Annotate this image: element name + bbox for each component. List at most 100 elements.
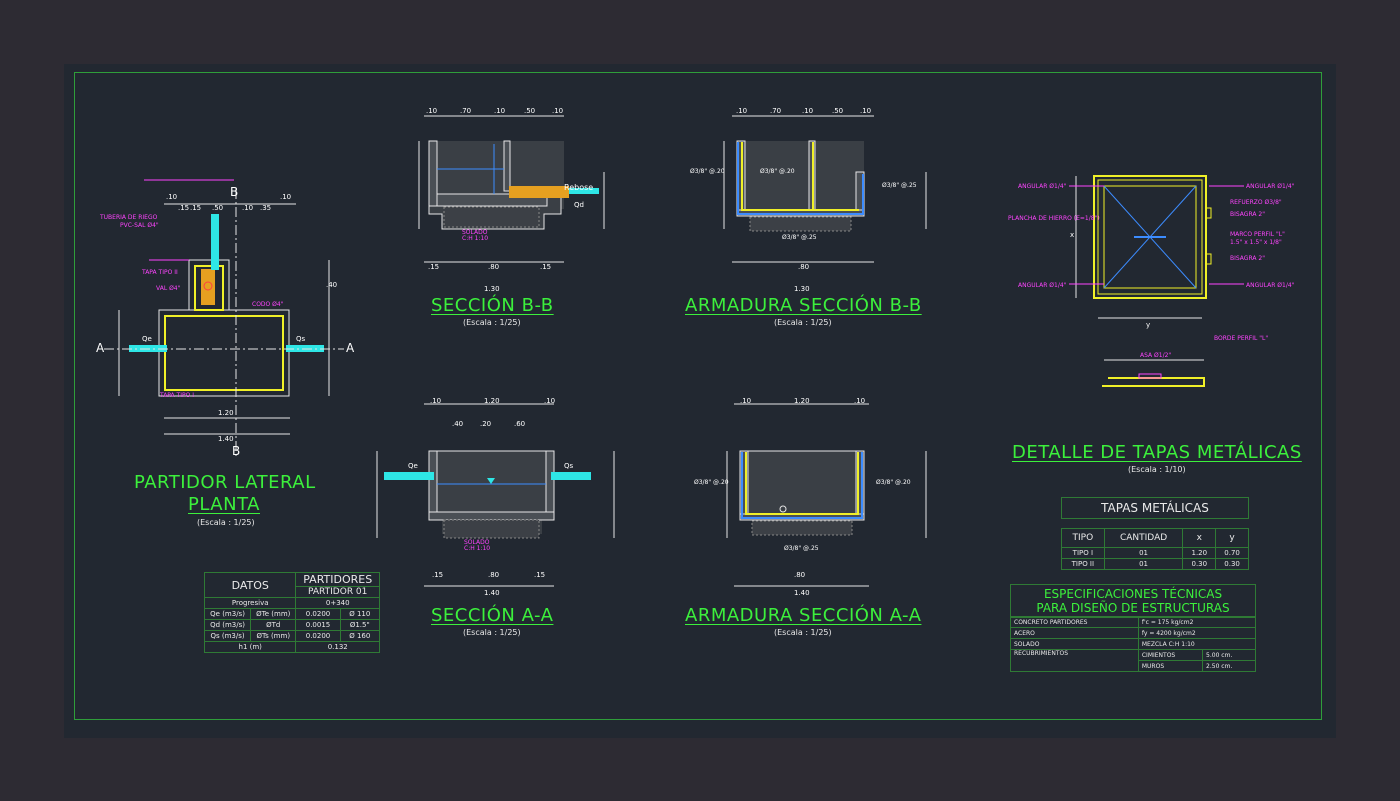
tapas-bisagra-2: BISAGRA 2" bbox=[1230, 255, 1265, 262]
plan-tapa1: TAPA TIPO I bbox=[160, 392, 195, 399]
plan-cut-a-right: A bbox=[346, 341, 355, 355]
tapas-marco: MARCO PERFIL "L" bbox=[1230, 231, 1285, 238]
spec-val: 5.00 cm. bbox=[1202, 649, 1256, 661]
abb-rebar-left: Ø3/8" @.20 bbox=[690, 168, 725, 175]
plan-cut-a-left: A bbox=[96, 341, 105, 355]
tapas-plancha: PLANCHA DE HIERRO (E=1/8") bbox=[1008, 215, 1100, 222]
spec-key: RECUBRIMIENTOS bbox=[1010, 649, 1139, 672]
datos-cell: ØTd bbox=[250, 619, 297, 631]
title-partidor-lateral: PARTIDOR LATERAL bbox=[134, 472, 316, 493]
tapas-y: y bbox=[1146, 321, 1151, 329]
bb-dim-80: .80 bbox=[488, 263, 500, 271]
especificaciones-title-2: PARA DISEÑO DE ESTRUCTURAS bbox=[1036, 601, 1230, 615]
aa-dim-10a: .10 bbox=[430, 397, 442, 405]
plan-pvc: PVC-SAL Ø4" bbox=[120, 222, 159, 229]
aa-dim-15b: .15 bbox=[534, 571, 546, 579]
datos-cell: Ø 160 bbox=[339, 630, 381, 642]
aa-dim-20: .20 bbox=[480, 420, 492, 428]
armadura-bb bbox=[723, 115, 927, 263]
spec-val: f'c = 175 kg/cm2 bbox=[1137, 616, 1257, 628]
bb-ch: C:H 1:10 bbox=[462, 235, 489, 242]
tapas-angulo-tl: ANGULAR Ø1/4" bbox=[1018, 183, 1067, 190]
datos-header: DATOS bbox=[203, 572, 297, 598]
bb-dim-10b: .10 bbox=[494, 107, 506, 115]
leader-lines bbox=[144, 179, 1244, 285]
scale-armadura-bb: (Escala : 1/25) bbox=[774, 318, 832, 327]
tapas-table: TIPO CANTIDAD x y TIPO I 01 1.20 0.70 TI… bbox=[1061, 528, 1249, 570]
spec-key: SOLADO bbox=[1010, 638, 1139, 650]
bb-dim-70: .70 bbox=[460, 107, 472, 115]
tapas-cell: 0.30 bbox=[1182, 558, 1217, 570]
tapas-angulo-bl: ANGULAR Ø1/4" bbox=[1018, 282, 1067, 289]
bb-dim-15b: .15 bbox=[540, 263, 552, 271]
plan-cut-b-bottom: B bbox=[232, 444, 241, 458]
title-seccion-aa: SECCIÓN A-A bbox=[431, 605, 554, 626]
abb-dim-10a: .10 bbox=[736, 107, 748, 115]
spec-val: MEZCLA C:H 1:10 bbox=[1137, 638, 1257, 650]
drawing-graphics bbox=[104, 115, 1244, 587]
title-armadura-aa: ARMADURA SECCIÓN A-A bbox=[685, 605, 922, 626]
tapas-table-title: TAPAS METÁLICAS bbox=[1061, 497, 1249, 519]
bb-dim-10a: .10 bbox=[426, 107, 438, 115]
plan-dim-top-7: .10 bbox=[280, 193, 292, 201]
title-armadura-bb: ARMADURA SECCIÓN B-B bbox=[685, 295, 922, 316]
aa-solado: SOLADO bbox=[464, 539, 490, 546]
abb-rebar-right: Ø3/8" @.25 bbox=[882, 182, 917, 189]
abb-dim-10b: .10 bbox=[802, 107, 814, 115]
scale-planta: (Escala : 1/25) bbox=[197, 518, 255, 527]
datos-cell: Ø 110 bbox=[339, 608, 381, 620]
aaa-rebar-left: Ø3/8" @.20 bbox=[694, 479, 729, 486]
bb-dim-10c: .10 bbox=[552, 107, 564, 115]
datos-cell: 0.0200 bbox=[295, 608, 341, 620]
spec-val: fy = 4200 kg/cm2 bbox=[1137, 627, 1257, 639]
abb-dim-10c: .10 bbox=[860, 107, 872, 115]
tapas-cell: 1.20 bbox=[1182, 547, 1217, 559]
bb-rebose: Rebose bbox=[564, 183, 594, 192]
tapas-th: y bbox=[1215, 528, 1249, 548]
tapas-cell: 01 bbox=[1103, 547, 1184, 559]
plan-dim-top-5: .10 bbox=[242, 204, 254, 212]
aaa-dim-10a: .10 bbox=[740, 397, 752, 405]
tapas-x: x bbox=[1070, 231, 1075, 239]
plan-dim-top-1: .10 bbox=[166, 193, 178, 201]
scale-armadura-aa: (Escala : 1/25) bbox=[774, 628, 832, 637]
datos-cell: h1 (m) bbox=[203, 641, 297, 653]
tapas-borde: BORDE PERFIL "L" bbox=[1214, 335, 1269, 342]
tapas-cell: 0.70 bbox=[1215, 547, 1249, 559]
plan-cut-b-top: B bbox=[230, 185, 239, 199]
bb-dim-50: .50 bbox=[524, 107, 536, 115]
abb-rebar-bottom: Ø3/8" @.25 bbox=[782, 234, 817, 241]
bb-solado: SOLADO bbox=[462, 229, 488, 236]
aa-qs: Qs bbox=[564, 462, 574, 470]
armadura-aa bbox=[726, 403, 927, 587]
title-seccion-bb: SECCIÓN B-B bbox=[431, 295, 554, 316]
scale-seccion-aa: (Escala : 1/25) bbox=[463, 628, 521, 637]
drawing-sheet: PARTIDOR LATERAL PLANTA (Escala : 1/25) … bbox=[64, 64, 1336, 738]
spec-val: CIMIENTOS bbox=[1137, 649, 1204, 661]
datos-cell: 0.0015 bbox=[295, 619, 341, 631]
tapas-cell: 0.30 bbox=[1215, 558, 1249, 570]
aa-dim-10b: .10 bbox=[544, 397, 556, 405]
aaa-dim-10b: .10 bbox=[854, 397, 866, 405]
datos-cell: Ø1.5" bbox=[339, 619, 381, 631]
scale-seccion-bb: (Escala : 1/25) bbox=[463, 318, 521, 327]
partidor01-header: PARTIDOR 01 bbox=[295, 586, 380, 598]
plan-dim-140: 1.40 bbox=[218, 435, 234, 443]
datos-cell: Progresiva bbox=[203, 597, 297, 609]
aaa-dim-140: 1.40 bbox=[794, 589, 810, 597]
plan-dim-top-2: .15 bbox=[178, 204, 190, 212]
plan-val: VAL Ø4" bbox=[156, 285, 181, 292]
tapas-angulo-tr: ANGULAR Ø1/4" bbox=[1246, 183, 1295, 190]
tapas-perfil: 1.5" x 1.5" x 1/8" bbox=[1230, 239, 1282, 246]
plan-pipe-qd bbox=[211, 214, 219, 270]
plan-dim-40: .40 bbox=[326, 281, 338, 289]
partidores-header: PARTIDORES bbox=[295, 572, 380, 587]
plan-dim-120: 1.20 bbox=[218, 409, 234, 417]
datos-cell: Qs (m3/s) bbox=[203, 630, 252, 642]
abb-dim-130: 1.30 bbox=[794, 285, 810, 293]
plan-dim-top-3: .15 bbox=[190, 204, 202, 212]
plan-view bbox=[104, 189, 344, 456]
aa-dim-15a: .15 bbox=[432, 571, 444, 579]
datos-table: DATOS PARTIDORES PARTIDOR 01 Progresiva … bbox=[203, 572, 381, 653]
spec-key: ACERO bbox=[1010, 627, 1139, 639]
